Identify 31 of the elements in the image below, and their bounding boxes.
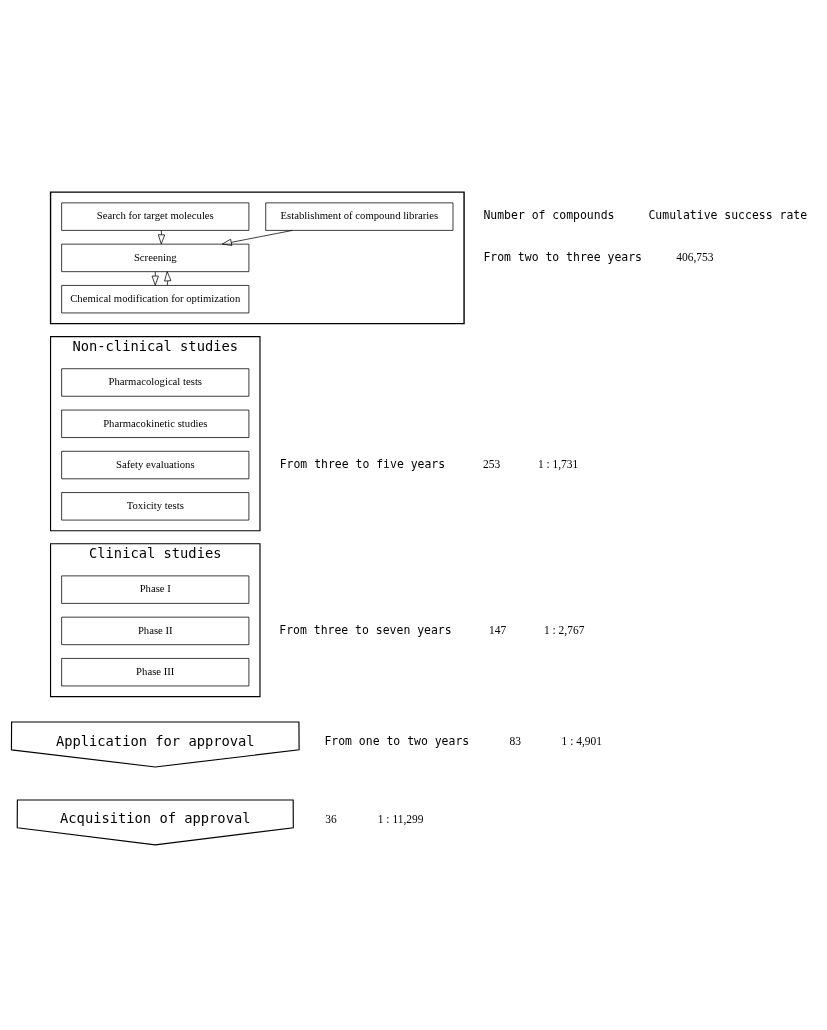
node-label: From three to five years: [279, 456, 446, 471]
node-box: Search for target molecules: [61, 202, 250, 231]
node-label: 406,753: [676, 250, 714, 263]
node-label: 253: [483, 457, 501, 470]
arrow: [164, 270, 172, 286]
node-label: 1 : 4,901: [561, 734, 602, 747]
arrow: [151, 270, 159, 286]
label: Cumulative success rate: [648, 207, 808, 222]
node-box: Phase I: [61, 575, 250, 604]
node-box: Chemical modification for optimization: [61, 284, 250, 313]
node-label: 147: [489, 623, 507, 636]
node-label: 1 : 11,299: [377, 812, 424, 825]
node-label: From three to seven years: [279, 622, 452, 637]
node-box: Screening: [61, 243, 250, 272]
node-box: Establishment of compound libraries: [265, 202, 454, 231]
node-label: 36: [325, 812, 337, 825]
arrow: [157, 229, 166, 244]
node-label: 1 : 2,767: [544, 623, 585, 636]
node-box: Phase III: [61, 657, 250, 686]
node-box: Phase II: [61, 616, 250, 645]
node-label: 1 : 1,731: [537, 457, 579, 470]
node-label: 83: [509, 734, 522, 747]
node-label: From two to three years: [483, 249, 642, 264]
node-label: From one to two years: [324, 733, 470, 748]
node-box: Pharmacological tests: [61, 367, 250, 397]
label: Number of compounds: [483, 207, 615, 222]
cluster: [49, 191, 465, 324]
arrow: [221, 229, 293, 246]
node-box: Safety evaluations: [61, 450, 250, 479]
node-box: Toxicity tests: [61, 491, 250, 520]
node-box: Pharmacokinetic studies: [61, 409, 250, 438]
